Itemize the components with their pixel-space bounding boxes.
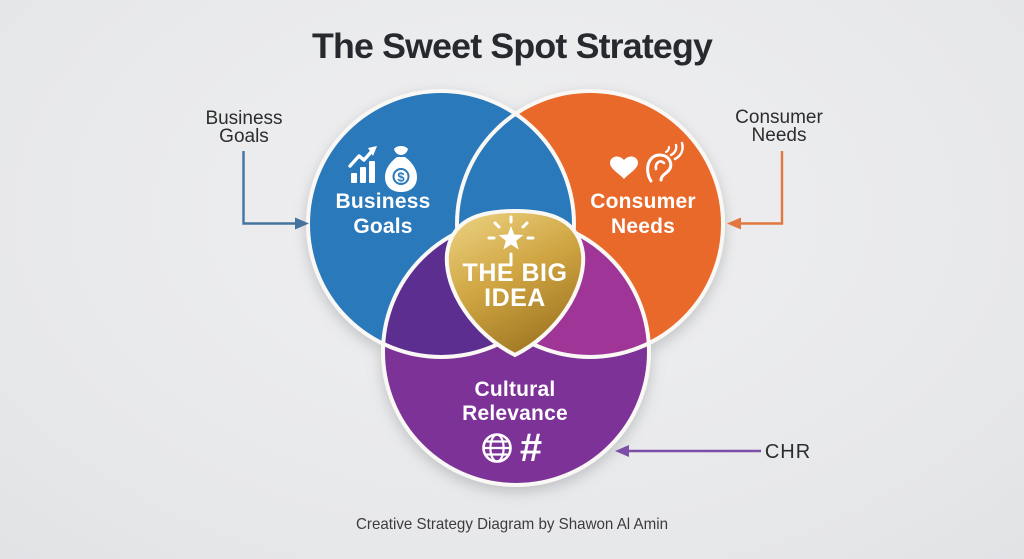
listening-ear-icon <box>646 141 684 183</box>
consumer-callout-arrowhead <box>727 217 741 230</box>
consumer-callout: Consumer Needs <box>727 107 823 230</box>
page-title: The Sweet Spot Strategy <box>312 27 713 66</box>
cultural-circle-label-line1: Cultural <box>475 378 556 401</box>
hashtag-icon: # <box>520 426 542 470</box>
big-idea-shield <box>444 208 586 358</box>
big-idea-label-line1: THE BIG <box>463 259 568 287</box>
business-circle-label-line1: Business <box>336 190 431 213</box>
business-circle-label-line2: Goals <box>353 215 412 238</box>
consumer-circle-label-line1: Consumer <box>590 190 695 213</box>
consumer-needs-content: Consumer Needs <box>590 141 696 238</box>
business-callout-line1: Business <box>205 108 282 129</box>
dollar-ring <box>392 168 410 185</box>
chr-callout-arrowhead <box>615 445 629 457</box>
bar-chart-icon <box>348 146 377 183</box>
consumer-callout-line2: Needs <box>752 125 807 146</box>
business-callout: Business Goals <box>205 108 309 230</box>
venn-group <box>306 89 725 487</box>
footer-credit: Creative Strategy Diagram by Shawon Al A… <box>356 516 668 533</box>
globe-icon <box>482 433 512 463</box>
business-callout-line2: Goals <box>219 126 269 147</box>
consumer-callout-arrow <box>741 151 784 225</box>
dollar-glyph: $ <box>397 170 405 185</box>
chr-callout: CHR <box>615 441 811 463</box>
business-callout-arrowhead <box>295 217 309 230</box>
consumer-circle-label-line2: Needs <box>611 215 675 238</box>
business-callout-arrow <box>242 151 295 225</box>
business-goals-content: $ Business Goals <box>336 146 431 238</box>
sparkle-star-icon <box>487 215 535 267</box>
money-bag-icon: $ <box>385 146 417 192</box>
chr-callout-label: CHR <box>765 441 811 463</box>
heart-icon <box>610 156 638 179</box>
consumer-callout-line1: Consumer <box>735 107 823 128</box>
big-idea-label-line2: IDEA <box>484 284 546 312</box>
cultural-relevance-content: Cultural Relevance # <box>462 378 568 470</box>
cultural-circle-label-line2: Relevance <box>462 402 568 425</box>
big-idea-content: THE BIG IDEA <box>463 215 568 312</box>
